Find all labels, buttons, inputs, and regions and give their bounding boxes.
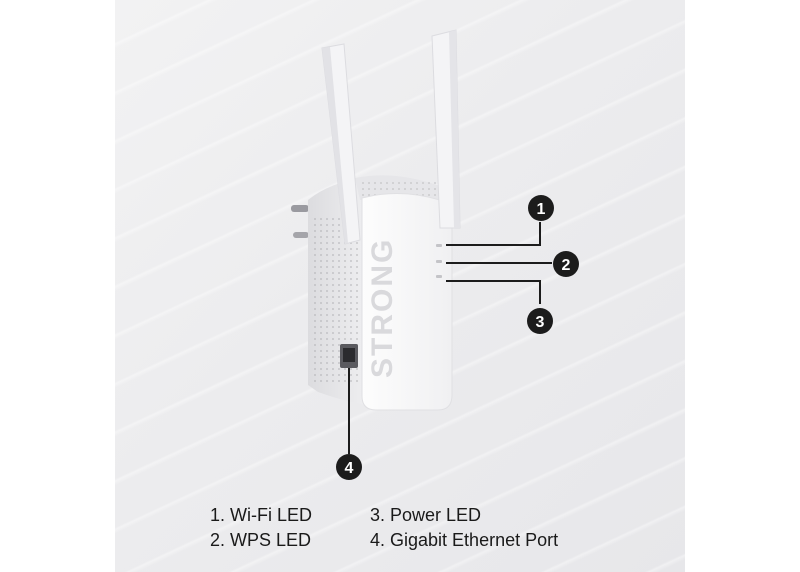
- callout-badge-4: 4: [336, 454, 362, 480]
- callout-badge-3: 3: [527, 308, 553, 334]
- callout-badge-1: 1: [528, 195, 554, 221]
- legend-item-power-led: 3. Power LED: [370, 505, 482, 525]
- ethernet-port: [340, 344, 358, 368]
- device-front-panel: [361, 192, 453, 411]
- led-indicators: [436, 244, 442, 278]
- plug-pins: [291, 205, 309, 238]
- feature-legend: 1. Wi-Fi LED 3. Power LED 2. WPS LED 4. …: [210, 505, 610, 551]
- callout-lines: [348, 222, 552, 454]
- legend-item-ethernet-port: 4. Gigabit Ethernet Port: [370, 530, 559, 550]
- svg-text:1: 1: [537, 201, 546, 218]
- legend-item-wifi-led: 1. Wi-Fi LED: [210, 505, 313, 525]
- legend-item-wps-led: 2. WPS LED: [210, 530, 312, 550]
- brand-logo: STRONG: [366, 238, 399, 378]
- callout-line-3: [446, 280, 541, 304]
- svg-text:2: 2: [562, 257, 571, 274]
- svg-text:4: 4: [345, 460, 354, 477]
- callout-badge-2: 2: [553, 251, 579, 277]
- antenna-left: [321, 43, 361, 245]
- antenna-right: [431, 29, 461, 229]
- svg-text:3: 3: [536, 314, 545, 331]
- callout-line-1: [446, 222, 541, 246]
